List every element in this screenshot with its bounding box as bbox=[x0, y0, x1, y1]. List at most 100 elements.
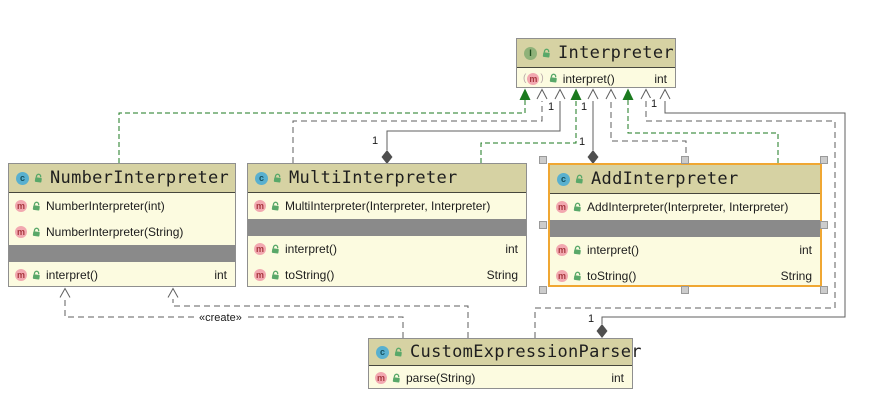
member-row: m NumberInterpreter(int) bbox=[9, 193, 235, 219]
member-type: int bbox=[654, 71, 667, 86]
member-row: m toString() String bbox=[550, 263, 820, 289]
multiplicity-label: 1 bbox=[649, 98, 660, 111]
member-label: NumberInterpreter(int) bbox=[46, 199, 165, 213]
lock-icon bbox=[271, 201, 279, 211]
method-icon: m bbox=[556, 201, 568, 213]
class-name: CustomExpressionParser bbox=[410, 342, 642, 362]
multiplicity-label: 1 bbox=[546, 101, 557, 114]
member-row: m AddInterpreter(Interpreter, Interprete… bbox=[550, 194, 820, 220]
member-type: int bbox=[505, 242, 518, 256]
multiplicity-label: 1 bbox=[577, 136, 588, 149]
multiplicity-label: 1 bbox=[586, 313, 597, 326]
class-name: AddInterpreter bbox=[591, 169, 739, 189]
lock-icon bbox=[392, 373, 400, 383]
method-icon: m bbox=[15, 200, 27, 212]
class-header: c AddInterpreter bbox=[550, 165, 820, 194]
member-row: m interpret() int bbox=[9, 262, 235, 288]
member-type: String bbox=[780, 269, 812, 283]
member-row: m NumberInterpreter(String) bbox=[9, 219, 235, 245]
member-type: String bbox=[486, 268, 518, 282]
method-icon: m bbox=[254, 269, 266, 281]
method-icon: m bbox=[254, 243, 266, 255]
lock-icon bbox=[34, 173, 42, 183]
selection-handle[interactable] bbox=[681, 286, 689, 294]
method-icon: m bbox=[375, 372, 387, 384]
member-type: int bbox=[799, 243, 812, 257]
aggregation-edges bbox=[386, 101, 846, 324]
members-separator bbox=[550, 220, 820, 237]
member-row: m interpret() int bbox=[550, 237, 820, 263]
lock-icon bbox=[549, 73, 557, 83]
class-icon: c bbox=[376, 345, 389, 359]
class-node-multiinterpreter[interactable]: c MultiInterpreter m MultiInterpreter(In… bbox=[247, 163, 527, 287]
lock-icon bbox=[271, 244, 279, 254]
class-node-customexpressionparser[interactable]: c CustomExpressionParser m parse(String)… bbox=[368, 338, 641, 390]
selection-handle[interactable] bbox=[539, 221, 547, 229]
member-row: m toString() String bbox=[248, 262, 526, 288]
interface-icon: I bbox=[524, 46, 537, 60]
member-row: m interpret() int bbox=[517, 68, 675, 89]
selection-handle[interactable] bbox=[820, 286, 828, 294]
members-separator bbox=[9, 245, 235, 262]
lock-icon bbox=[271, 270, 279, 280]
lock-icon bbox=[573, 245, 581, 255]
class-header: c MultiInterpreter bbox=[248, 164, 526, 193]
class-header: c NumberInterpreter bbox=[9, 164, 235, 193]
class-icon: c bbox=[16, 171, 29, 185]
selection-handle[interactable] bbox=[539, 286, 547, 294]
member-label: AddInterpreter(Interpreter, Interpreter) bbox=[587, 200, 789, 214]
selection-handle[interactable] bbox=[539, 156, 547, 164]
member-label: interpret() bbox=[46, 268, 99, 282]
member-type: int bbox=[214, 268, 227, 282]
method-icon: m bbox=[254, 200, 266, 212]
method-icon: m bbox=[15, 226, 27, 238]
member-label: toString() bbox=[285, 268, 335, 282]
create-stereotype-label: «create» bbox=[197, 312, 244, 325]
class-header: I Interpreter bbox=[517, 39, 675, 68]
member-label: interpret() bbox=[562, 71, 615, 86]
class-name: NumberInterpreter bbox=[50, 168, 230, 188]
member-label: toString() bbox=[587, 269, 637, 283]
member-label: NumberInterpreter(String) bbox=[46, 225, 184, 239]
method-icon: m bbox=[527, 72, 540, 85]
open-arrowheads bbox=[59, 88, 671, 298]
multiplicity-label: 1 bbox=[370, 135, 381, 148]
class-name: Interpreter bbox=[558, 43, 674, 63]
multiplicity-label: 1 bbox=[579, 101, 590, 114]
class-name: MultiInterpreter bbox=[289, 168, 458, 188]
realization-arrowheads bbox=[519, 88, 634, 100]
lock-icon bbox=[573, 271, 581, 281]
lock-icon bbox=[273, 173, 281, 183]
class-node-addinterpreter[interactable]: c AddInterpreter m AddInterpreter(Interp… bbox=[548, 163, 822, 287]
member-type: int bbox=[611, 371, 624, 385]
method-icon: m bbox=[556, 270, 568, 282]
interface-node-interpreter[interactable]: I Interpreter m interpret() int bbox=[516, 38, 676, 88]
selection-handle[interactable] bbox=[820, 156, 828, 164]
lock-icon bbox=[32, 270, 40, 280]
lock-icon bbox=[575, 174, 583, 184]
lock-icon bbox=[32, 201, 40, 211]
lock-icon bbox=[32, 227, 40, 237]
aggregation-diamonds bbox=[381, 150, 608, 338]
member-label: MultiInterpreter(Interpreter, Interprete… bbox=[285, 199, 491, 213]
members-separator bbox=[248, 219, 526, 236]
member-row: m parse(String) int bbox=[369, 366, 632, 390]
class-node-numberinterpreter[interactable]: c NumberInterpreter m NumberInterpreter(… bbox=[8, 163, 236, 287]
member-label: parse(String) bbox=[406, 371, 476, 385]
lock-icon bbox=[542, 48, 550, 58]
member-label: interpret() bbox=[285, 242, 338, 256]
class-icon: c bbox=[255, 171, 268, 185]
lock-icon bbox=[394, 347, 402, 357]
class-header: c CustomExpressionParser bbox=[369, 339, 641, 366]
method-icon: m bbox=[556, 244, 568, 256]
lock-icon bbox=[573, 202, 581, 212]
realization-edges bbox=[118, 100, 779, 163]
member-row: m MultiInterpreter(Interpreter, Interpre… bbox=[248, 193, 526, 219]
member-label: interpret() bbox=[587, 243, 640, 257]
selection-handle[interactable] bbox=[681, 156, 689, 164]
selection-handle[interactable] bbox=[820, 221, 828, 229]
member-row: m interpret() int bbox=[248, 236, 526, 262]
method-icon: m bbox=[15, 269, 27, 281]
